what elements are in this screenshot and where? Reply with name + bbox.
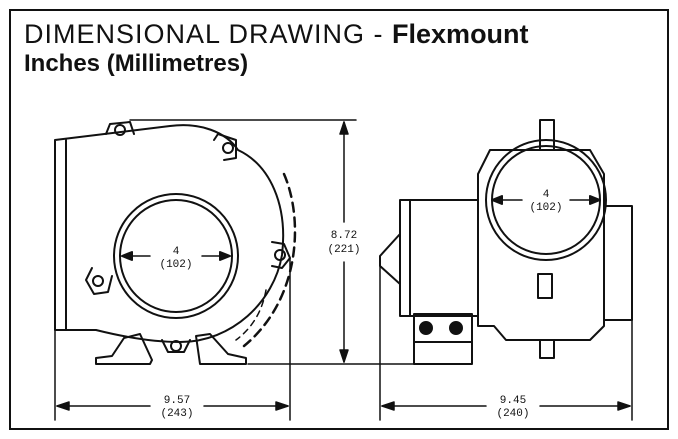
end-width-arrow-right — [617, 401, 631, 411]
motor-foot-block — [413, 313, 473, 365]
side-width-in: 9.57 — [164, 395, 190, 407]
foot-bolt-right — [449, 321, 463, 335]
side-inlet-port-outer — [113, 193, 239, 319]
upper-right-tab — [213, 133, 237, 161]
motor-body — [399, 199, 479, 317]
bottom-tab — [161, 339, 191, 353]
mount-foot-left — [95, 333, 153, 365]
motor-nose-cone — [379, 233, 401, 285]
height-dim-mm: (221) — [327, 244, 360, 256]
height-arrow-top — [339, 121, 349, 135]
side-port-arrow-left — [121, 251, 133, 261]
side-view-blower: 4 (102) — [54, 121, 297, 365]
end-port-arrow-left — [491, 195, 503, 205]
end-view-motor: 4 (102) — [379, 119, 633, 365]
top-shaft — [539, 119, 555, 151]
height-dim-in: 8.72 — [331, 230, 357, 242]
side-inlet-port-inner — [119, 199, 233, 313]
swing-arc-inner — [235, 289, 267, 341]
drawing-title: DIMENSIONAL DRAWING - Flexmount — [24, 19, 644, 49]
units-subtitle: Inches (Millimetres) — [24, 50, 249, 78]
end-width-arrow-left — [381, 401, 395, 411]
drawing-header: DIMENSIONAL DRAWING - Flexmount Inches (… — [24, 19, 644, 78]
end-width-in: 9.45 — [500, 395, 526, 407]
foot-bolt-left — [419, 321, 433, 335]
top-mount-tab — [105, 121, 135, 136]
side-width-mm: (243) — [160, 408, 193, 420]
end-width-mm: (240) — [496, 408, 529, 420]
left-tab — [85, 267, 113, 295]
title-prefix: DIMENSIONAL DRAWING - — [24, 19, 393, 49]
blower-housing — [54, 124, 285, 343]
side-port-dia-in: 4 — [173, 246, 180, 258]
end-port-dia-in: 4 — [543, 189, 550, 201]
end-port-arrow-right — [589, 195, 601, 205]
side-width-dimension: 9.57 (243) — [54, 257, 291, 421]
title-product-name: Flexmount — [392, 19, 529, 49]
height-dimension: 8.72 (221) — [129, 119, 415, 365]
end-right-flange — [603, 205, 633, 321]
end-port-dia-mm: (102) — [529, 202, 562, 214]
bottom-shaft — [539, 339, 555, 359]
end-port-outer — [485, 139, 607, 261]
drawing-frame — [9, 9, 669, 430]
side-width-arrow-right — [275, 401, 289, 411]
end-slot — [537, 273, 553, 299]
side-port-dia-mm: (102) — [159, 259, 192, 271]
side-width-arrow-left — [56, 401, 70, 411]
height-arrow-bottom — [339, 349, 349, 363]
side-port-arrow-right — [219, 251, 231, 261]
mount-foot-right — [195, 333, 247, 365]
end-width-dimension: 9.45 (240) — [379, 265, 633, 421]
swing-arc — [242, 172, 297, 348]
